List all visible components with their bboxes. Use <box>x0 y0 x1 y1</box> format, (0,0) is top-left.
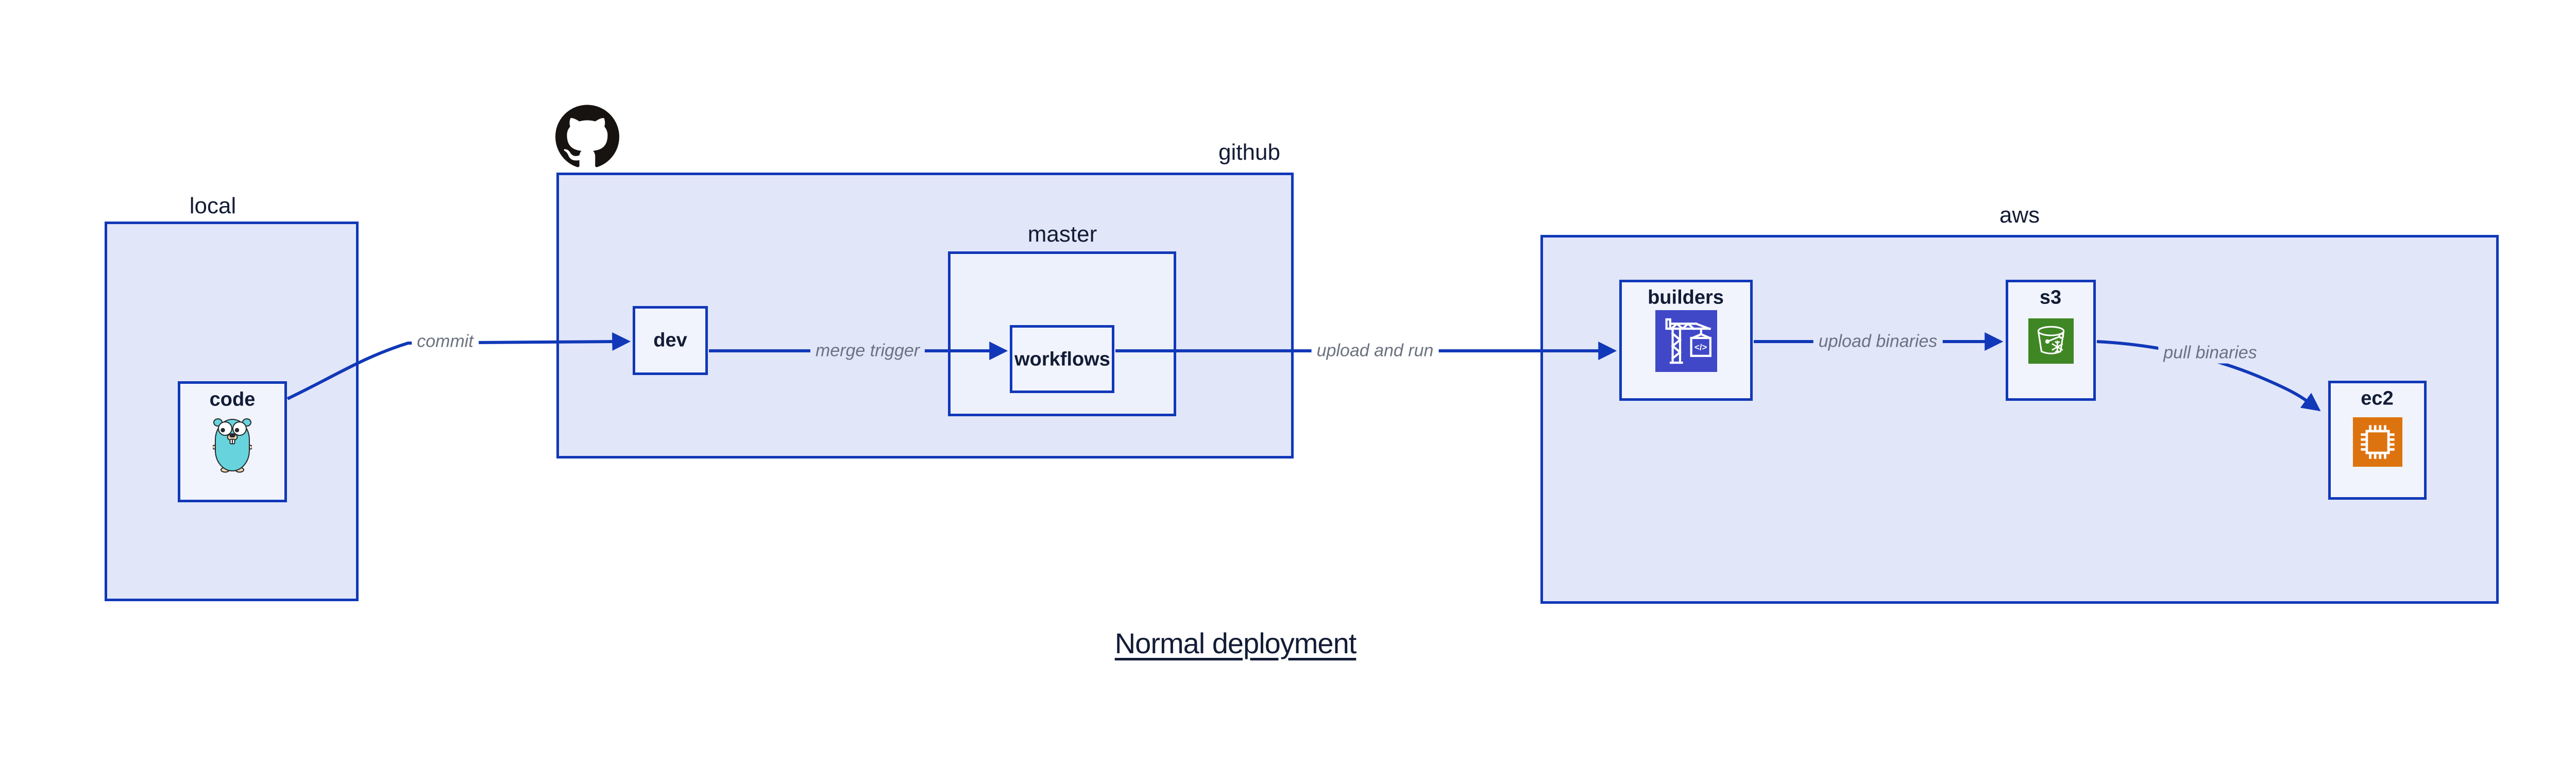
node-label-builders: builders <box>1648 286 1724 309</box>
group-label-local: local <box>189 193 236 218</box>
edge-label-merge-trigger: merge trigger <box>810 340 925 362</box>
node-label-s3: s3 <box>2039 286 2062 309</box>
group-label-github: github <box>1218 140 1280 165</box>
edge-label-pull-binaries: pull binaries <box>2158 342 2262 364</box>
group-label-aws: aws <box>1999 202 2040 228</box>
ec2-chip-icon <box>2353 417 2402 467</box>
node-box-dev <box>633 306 708 375</box>
go-gopher-icon <box>212 416 253 473</box>
builders-icon-code-glyph: </> <box>1694 342 1707 352</box>
node-label-code: code <box>209 388 256 411</box>
node-label-ec2: ec2 <box>2361 387 2394 410</box>
node-box-workflows <box>1010 325 1114 393</box>
node-label-workflows: workflows <box>1014 348 1110 370</box>
s3-bucket-snowflake-icon <box>2028 318 2074 364</box>
node-box-builders <box>1619 280 1753 401</box>
edge-label-upload-binaries: upload binaries <box>1813 331 1943 352</box>
node-label-dev: dev <box>653 329 687 351</box>
github-octocat-logo-icon <box>555 104 619 168</box>
group-label-master: master <box>1027 222 1097 247</box>
diagram-title: Normal deployment <box>1114 627 1357 659</box>
edge-label-commit: commit <box>412 331 479 352</box>
edge-label-upload-and-run: upload and run <box>1311 340 1439 362</box>
codebuild-crane-icon: </> <box>1655 310 1717 372</box>
